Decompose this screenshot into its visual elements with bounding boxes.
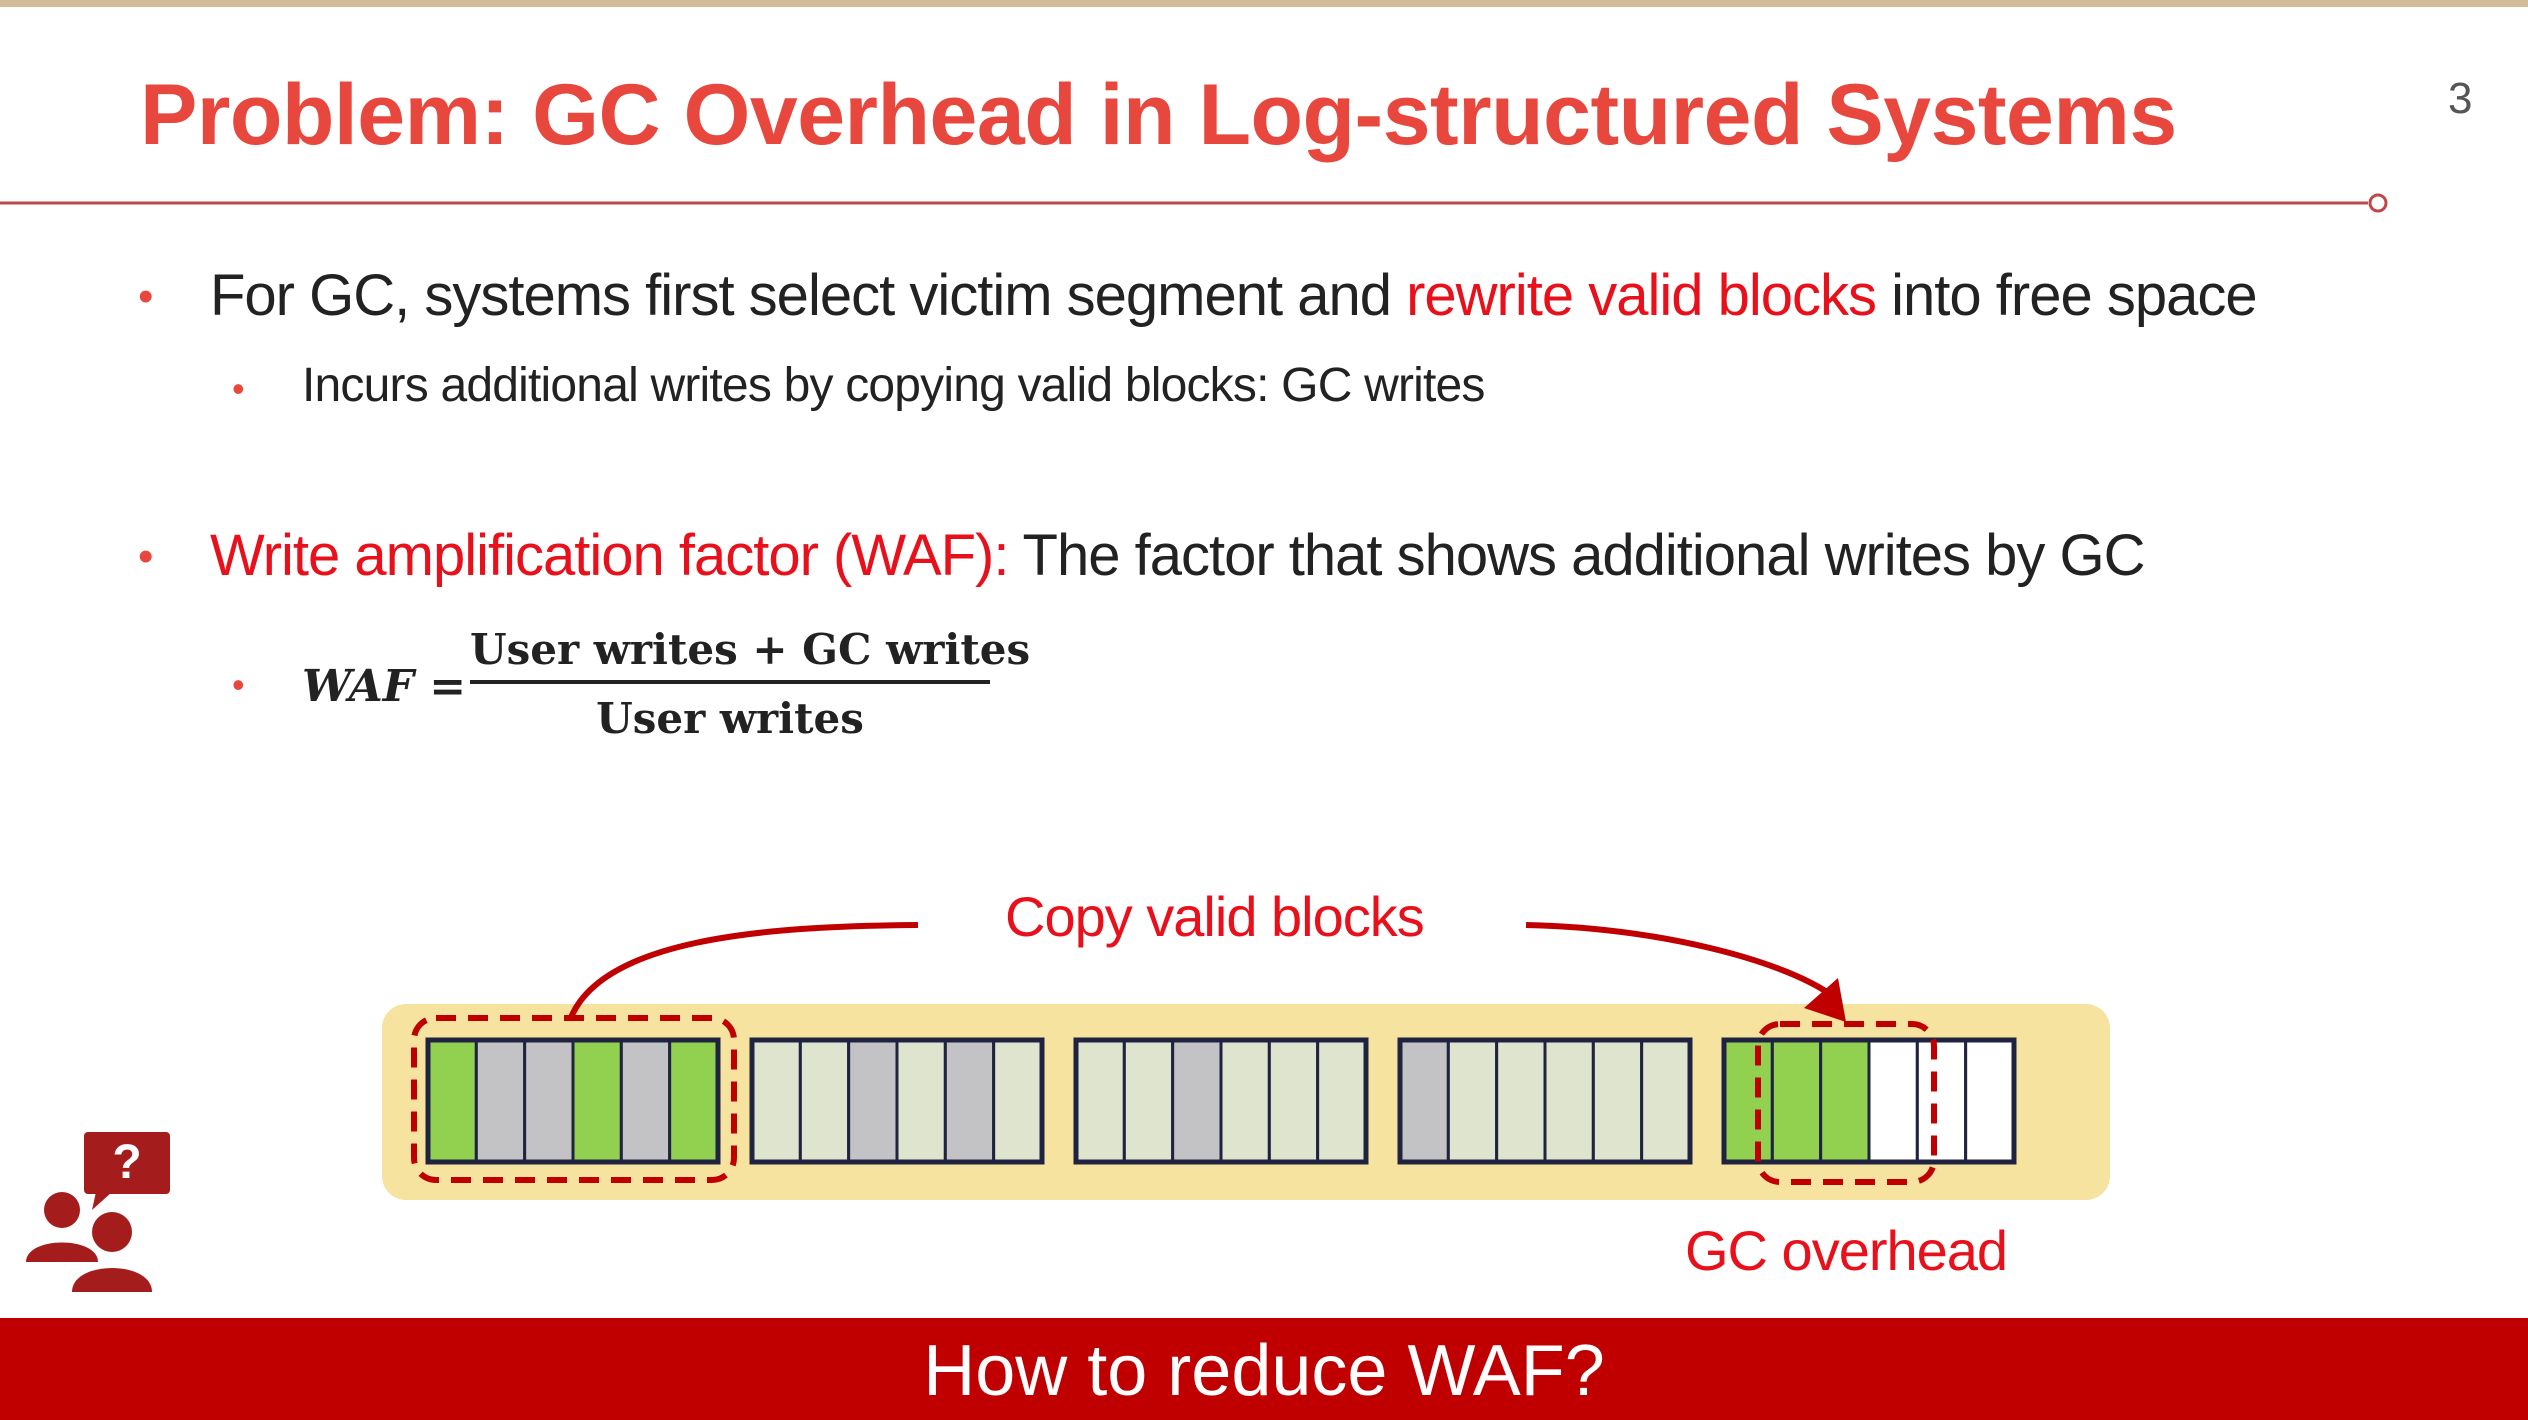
formula-denominator: User writes: [596, 694, 864, 743]
block-empty: [895, 1038, 947, 1164]
formula-numerator: User writes + GC writes: [470, 625, 1031, 674]
block-empty: [750, 1038, 802, 1164]
block-empty: [1495, 1038, 1547, 1164]
block-valid: [1770, 1038, 1823, 1164]
segment-outline: [1397, 1037, 1693, 1165]
block-invalid: [943, 1038, 996, 1164]
block-invalid: [619, 1038, 672, 1164]
block-free: [1867, 1038, 1919, 1164]
bullet-waf-definition: Write amplification factor (WAF): The fa…: [210, 522, 2146, 589]
block-invalid: [523, 1038, 575, 1164]
block-invalid: [1398, 1038, 1450, 1164]
segment: [425, 1037, 721, 1165]
block-empty: [1640, 1038, 1692, 1164]
bullet-dot: •: [138, 272, 154, 321]
formula-lhs: WAF =: [302, 661, 467, 712]
copy-arrow-right-curve: [1525, 922, 1832, 997]
segment: [1397, 1037, 1693, 1165]
segment-outline: [425, 1037, 721, 1165]
block-empty: [992, 1038, 1044, 1164]
formula-fraction: User writes + GC writes User writes: [470, 625, 1031, 743]
block-empty: [1446, 1038, 1499, 1164]
copy-arrow-left-curve: [567, 922, 919, 1022]
block-invalid: [847, 1038, 899, 1164]
block-valid: [668, 1038, 720, 1164]
segment-outline: [749, 1037, 1045, 1165]
block-empty: [1122, 1038, 1175, 1164]
bullet-dot: •: [138, 532, 154, 581]
bullet-highlight: rewrite valid blocks: [1406, 263, 1877, 328]
block-empty: [1267, 1038, 1320, 1164]
segment: [749, 1037, 1045, 1165]
block-valid: [1819, 1038, 1871, 1164]
block-free: [1915, 1038, 1968, 1164]
fraction-bar: [470, 680, 990, 684]
question-banner: [0, 1318, 2528, 1420]
block-empty: [1591, 1038, 1644, 1164]
block-empty: [1219, 1038, 1271, 1164]
gc-overhead-label: GC overhead: [1685, 1219, 2008, 1282]
slide-title: Problem: GC Overhead in Log-structured S…: [140, 67, 2177, 163]
block-valid: [1722, 1038, 1774, 1164]
block-empty: [1316, 1038, 1368, 1164]
bullet-text: The factor that shows additional writes …: [1008, 523, 2146, 588]
sub-bullet-dot: •: [232, 664, 245, 705]
segment: [1721, 1037, 2017, 1165]
top-accent-rule: [0, 0, 2528, 7]
bullet-highlight: Write amplification factor (WAF):: [210, 523, 1009, 588]
block-empty: [798, 1038, 851, 1164]
bullet-gc-rewrite: For GC, systems first select victim segm…: [210, 262, 2258, 329]
sub-bullet-gc-writes: Incurs additional writes by copying vali…: [302, 359, 1485, 412]
page-number: 3: [2448, 74, 2473, 123]
block-invalid: [1171, 1038, 1223, 1164]
banner-text: How to reduce WAF?: [923, 1331, 1605, 1411]
block-empty: [1074, 1038, 1126, 1164]
title-underline: [0, 193, 2388, 213]
block-invalid: [474, 1038, 527, 1164]
segment: [1073, 1037, 1369, 1165]
block-free: [1964, 1038, 2016, 1164]
copy-arrow-head: [1804, 978, 1846, 1022]
svg-text:?: ?: [112, 1136, 141, 1189]
segment-outline: [1073, 1037, 1369, 1165]
block-valid: [426, 1038, 478, 1164]
block-valid: [571, 1038, 623, 1164]
sub-bullet-dot: •: [232, 368, 245, 409]
gc-overhead-highlight: [1755, 1021, 1937, 1185]
copy-valid-blocks-label: Copy valid blocks: [1005, 885, 1425, 948]
block-empty: [1543, 1038, 1595, 1164]
segment-outline: [1721, 1037, 2017, 1165]
people-question-icon: ?: [26, 1132, 170, 1292]
bullet-text: into free space: [1876, 263, 2257, 328]
bullet-text: For GC, systems first select victim segm…: [210, 263, 1407, 328]
